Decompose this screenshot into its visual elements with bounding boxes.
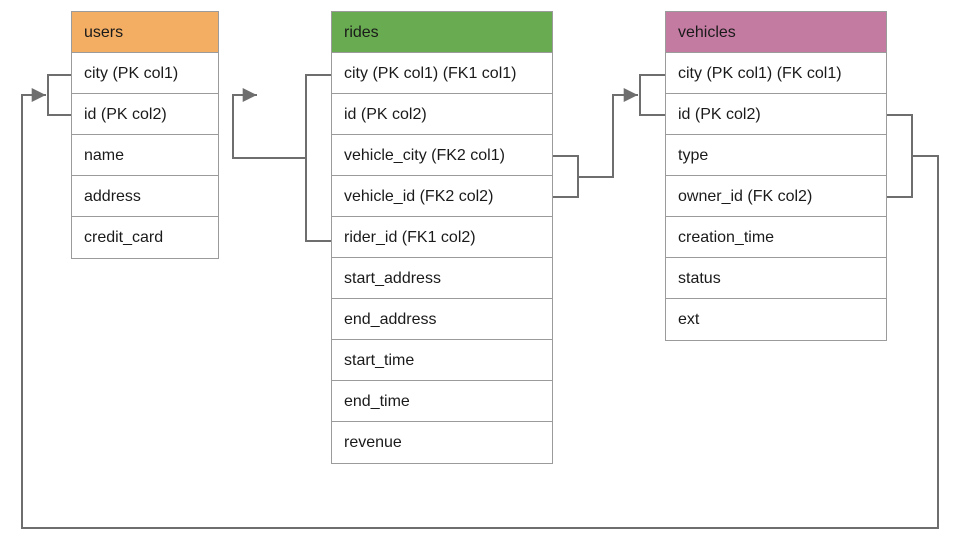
- table-row-rides-vehicle-id: vehicle_id (FK2 col2): [332, 176, 552, 217]
- connector-rides-fk2-bracket: [552, 155, 579, 198]
- entity-table-users[interactable]: users city (PK col1) id (PK col2) name a…: [71, 11, 219, 259]
- table-row-rides-start-address: start_address: [332, 258, 552, 299]
- table-row-rides-revenue: revenue: [332, 422, 552, 463]
- connector-users-pk-bracket: [47, 74, 72, 116]
- connector-rides-to-users: [232, 88, 307, 159]
- table-row-rides-end-address: end_address: [332, 299, 552, 340]
- entity-table-vehicles[interactable]: vehicles city (PK col1) (FK col1) id (PK…: [665, 11, 887, 341]
- table-row-vehicles-city: city (PK col1) (FK col1): [666, 53, 886, 94]
- table-row-rides-city: city (PK col1) (FK1 col1): [332, 53, 552, 94]
- table-row-vehicles-owner-id: owner_id (FK col2): [666, 176, 886, 217]
- table-row-users-address: address: [72, 176, 218, 217]
- table-row-rides-rider-id: rider_id (FK1 col2): [332, 217, 552, 258]
- table-header-users: users: [72, 12, 218, 53]
- table-row-rides-start-time: start_time: [332, 340, 552, 381]
- connector-rides-to-vehicles: [577, 88, 638, 178]
- connector-rides-fk1-bracket: [305, 74, 332, 242]
- connector-vehicles-fk-bracket: [886, 114, 913, 198]
- table-row-users-city: city (PK col1): [72, 53, 218, 94]
- table-header-vehicles: vehicles: [666, 12, 886, 53]
- table-row-vehicles-status: status: [666, 258, 886, 299]
- table-row-vehicles-type: type: [666, 135, 886, 176]
- table-row-rides-id: id (PK col2): [332, 94, 552, 135]
- table-row-rides-vehicle-city: vehicle_city (FK2 col1): [332, 135, 552, 176]
- table-row-vehicles-creation-time: creation_time: [666, 217, 886, 258]
- entity-table-rides[interactable]: rides city (PK col1) (FK1 col1) id (PK c…: [331, 11, 553, 464]
- table-row-users-name: name: [72, 135, 218, 176]
- table-header-rides: rides: [332, 12, 552, 53]
- table-row-vehicles-ext: ext: [666, 299, 886, 340]
- connector-vehicles-pk-bracket: [639, 74, 666, 116]
- table-row-users-credit-card: credit_card: [72, 217, 218, 258]
- table-row-users-id: id (PK col2): [72, 94, 218, 135]
- table-row-rides-end-time: end_time: [332, 381, 552, 422]
- table-row-vehicles-id: id (PK col2): [666, 94, 886, 135]
